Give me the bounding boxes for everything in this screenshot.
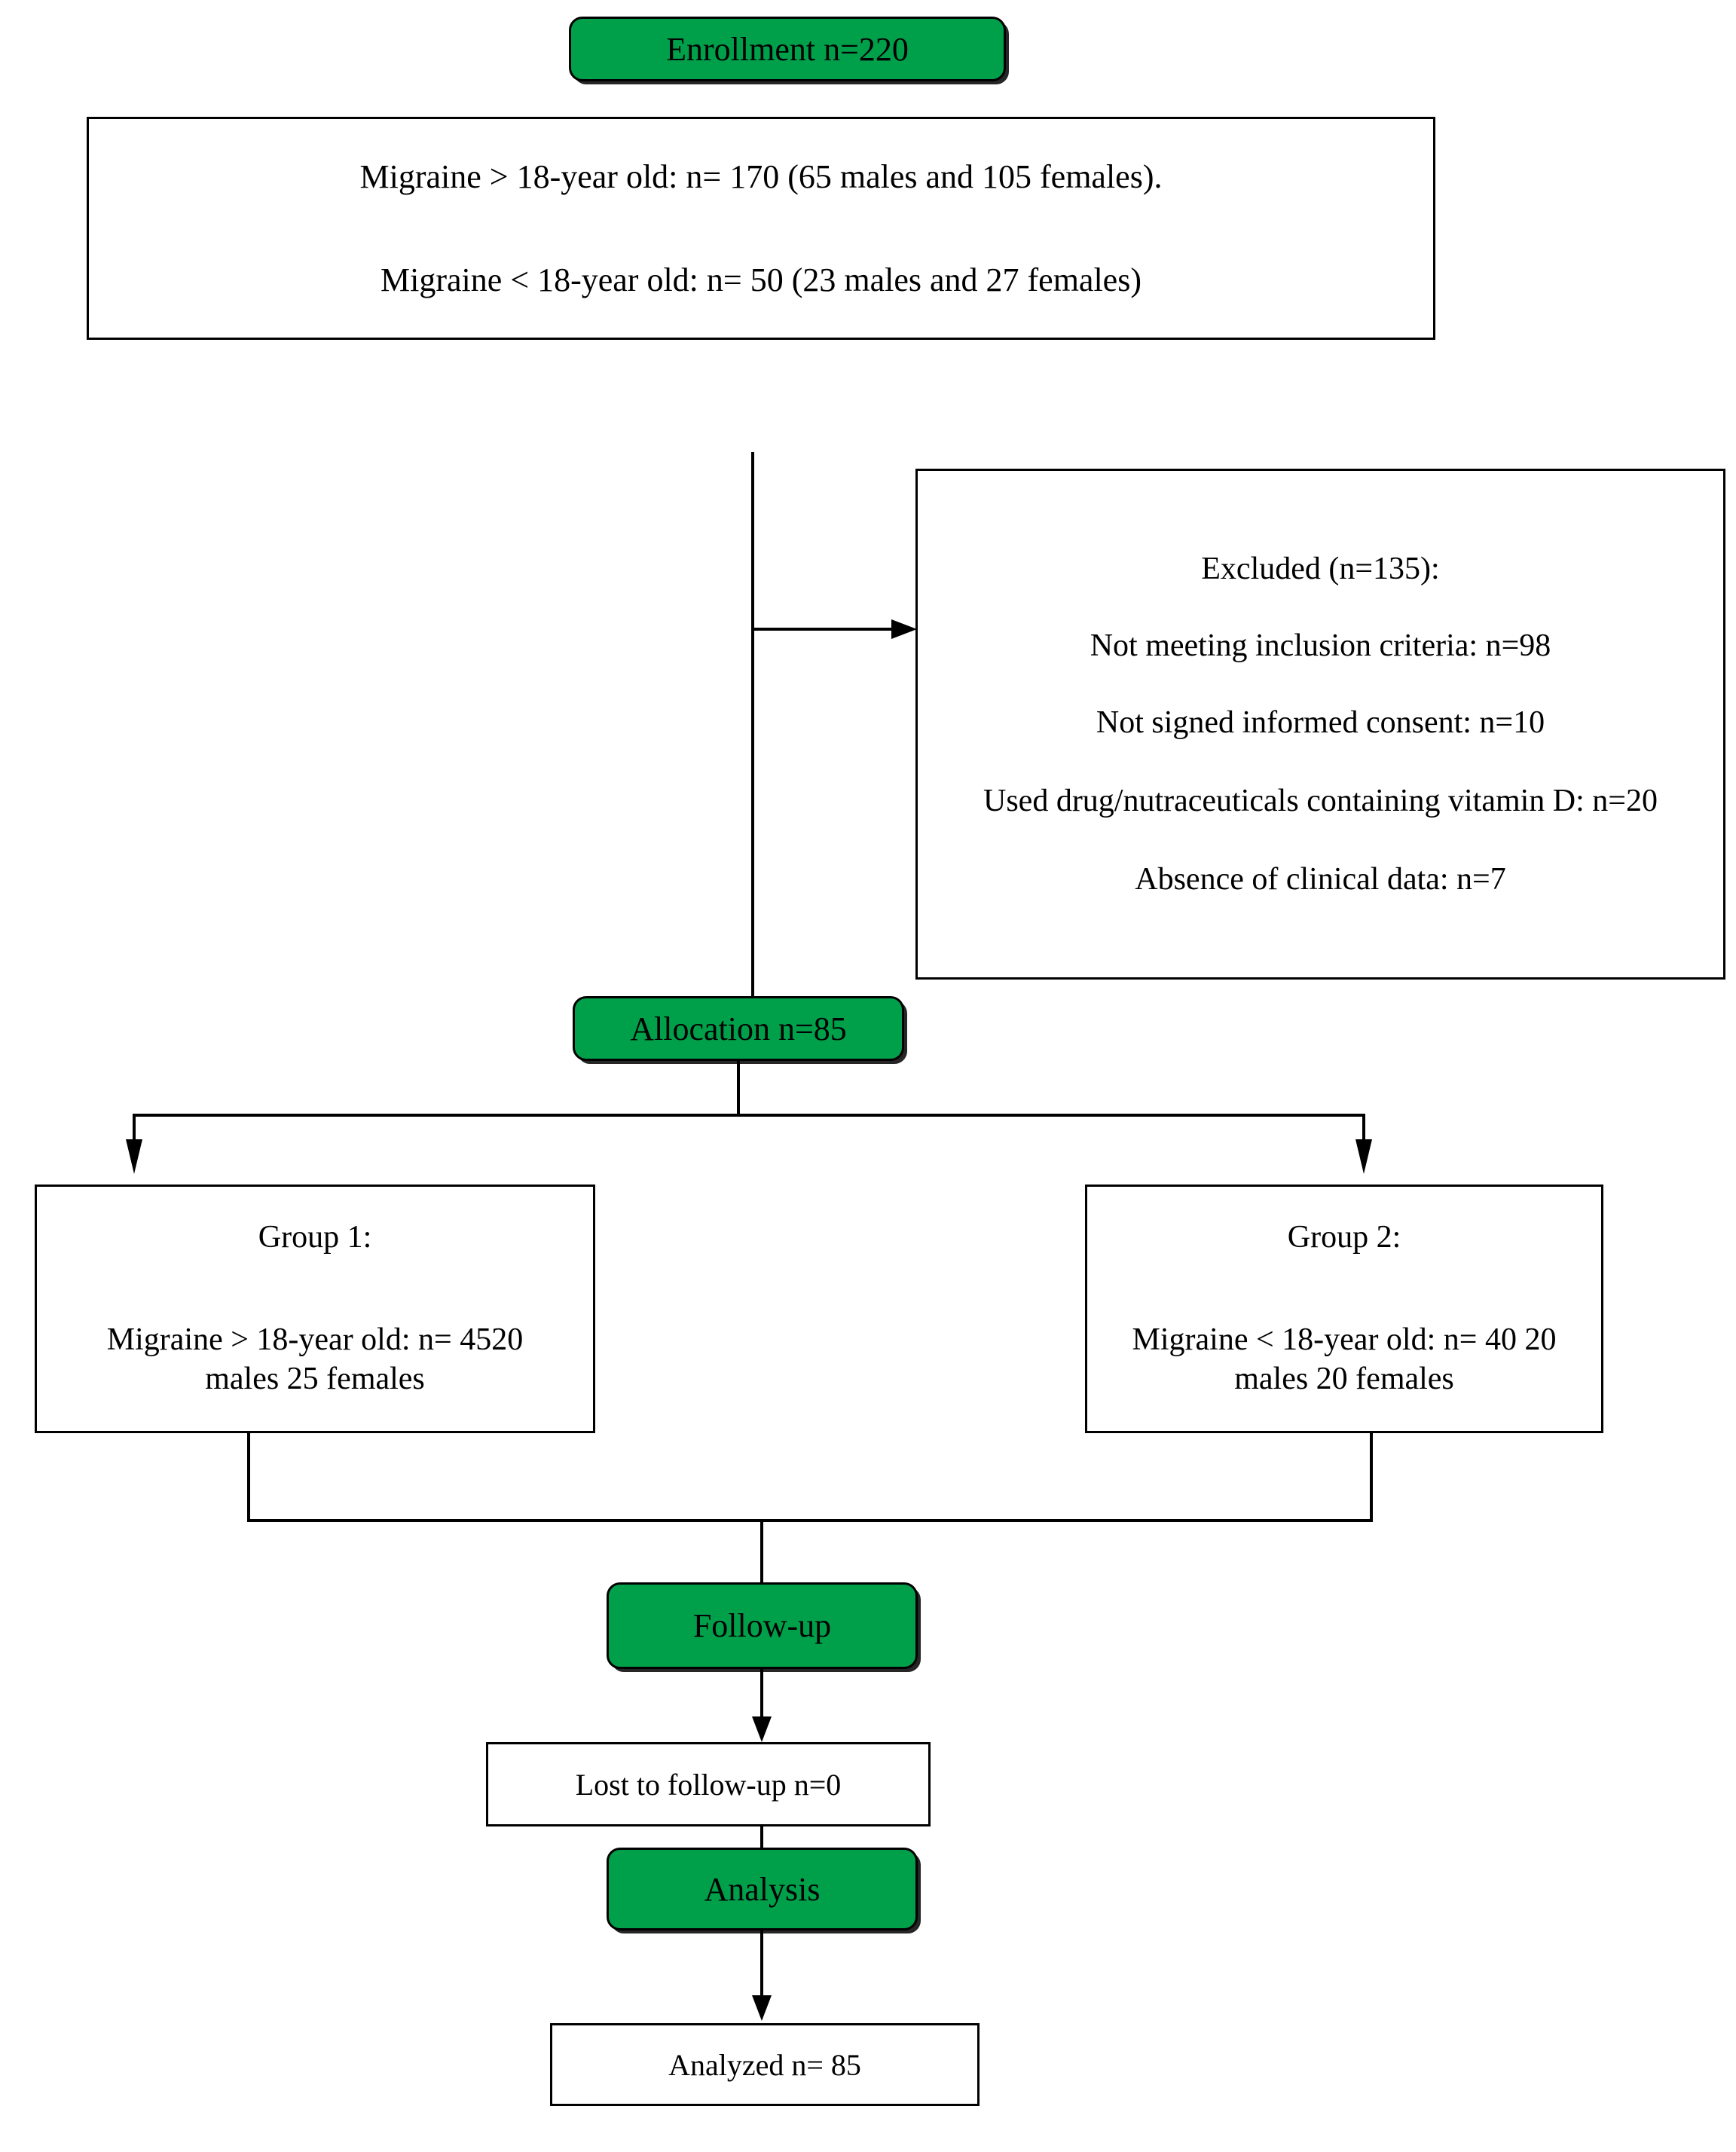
connector-screened-to-allocation bbox=[751, 452, 754, 998]
connector-merge-to-followup bbox=[760, 1519, 763, 1584]
allocation-label: Allocation n=85 bbox=[630, 1010, 847, 1047]
connector-to-excluded bbox=[751, 628, 894, 631]
excluded-reason-informed-consent: Not signed informed consent: n=10 bbox=[1096, 705, 1545, 740]
group-1-title: Group 1: bbox=[258, 1219, 372, 1255]
excluded-reason-vitamin-d: Used drug/nutraceuticals containing vita… bbox=[983, 783, 1658, 818]
group-1-detail: Migraine > 18-year old: n= 4520 males 25… bbox=[106, 1322, 531, 1397]
connector-split-right-drop bbox=[1362, 1114, 1365, 1145]
connector-followup-to-lost bbox=[760, 1669, 763, 1722]
node-group-2: Group 2: Migraine < 18-year old: n= 40 2… bbox=[1085, 1185, 1603, 1433]
arrowhead-to-excluded-icon bbox=[891, 619, 917, 639]
node-group-1: Group 1: Migraine > 18-year old: n= 4520… bbox=[35, 1185, 595, 1433]
node-analyzed: Analyzed n= 85 bbox=[550, 2023, 980, 2106]
node-analysis: Analysis bbox=[607, 1848, 918, 1930]
excluded-title: Excluded (n=135): bbox=[1201, 551, 1440, 586]
follow-up-label: Follow-up bbox=[692, 1607, 832, 1644]
connector-allocation-stem bbox=[737, 1061, 740, 1115]
connector-lost-to-analysis bbox=[760, 1826, 763, 1851]
node-allocation: Allocation n=85 bbox=[573, 996, 904, 1061]
connector-group2-down bbox=[1370, 1433, 1373, 1522]
arrowhead-to-group1-icon bbox=[126, 1139, 142, 1174]
connector-analysis-to-analyzed bbox=[760, 1930, 763, 2000]
node-follow-up: Follow-up bbox=[607, 1582, 918, 1669]
arrowhead-to-analyzed-icon bbox=[752, 1995, 772, 2021]
screened-line-minors: Migraine < 18-year old: n= 50 (23 males … bbox=[380, 261, 1142, 298]
enrollment-label: Enrollment n=220 bbox=[666, 30, 909, 68]
node-screened-population: Migraine > 18-year old: n= 170 (65 males… bbox=[87, 117, 1435, 340]
group-2-detail: Migraine < 18-year old: n= 40 20 males 2… bbox=[1132, 1322, 1564, 1397]
lost-to-followup-label: Lost to follow-up n=0 bbox=[575, 1767, 842, 1802]
node-excluded: Excluded (n=135): Not meeting inclusion … bbox=[915, 469, 1725, 980]
analyzed-label: Analyzed n= 85 bbox=[668, 2047, 861, 2082]
arrowhead-to-group2-icon bbox=[1355, 1139, 1372, 1174]
arrowhead-to-lost-icon bbox=[752, 1716, 772, 1742]
connector-allocation-split-bar bbox=[133, 1114, 1365, 1117]
analysis-label: Analysis bbox=[704, 1870, 821, 1908]
node-lost-to-followup: Lost to follow-up n=0 bbox=[486, 1742, 931, 1826]
excluded-reason-clinical-data: Absence of clinical data: n=7 bbox=[1135, 862, 1506, 897]
connector-split-left-drop bbox=[133, 1114, 136, 1145]
screened-line-adults: Migraine > 18-year old: n= 170 (65 males… bbox=[359, 158, 1163, 195]
group-2-title: Group 2: bbox=[1287, 1219, 1401, 1255]
connector-group1-down bbox=[247, 1433, 250, 1522]
node-enrollment: Enrollment n=220 bbox=[569, 17, 1006, 81]
excluded-reason-inclusion-criteria: Not meeting inclusion criteria: n=98 bbox=[1090, 628, 1551, 663]
connector-merge-bar bbox=[247, 1519, 1373, 1522]
